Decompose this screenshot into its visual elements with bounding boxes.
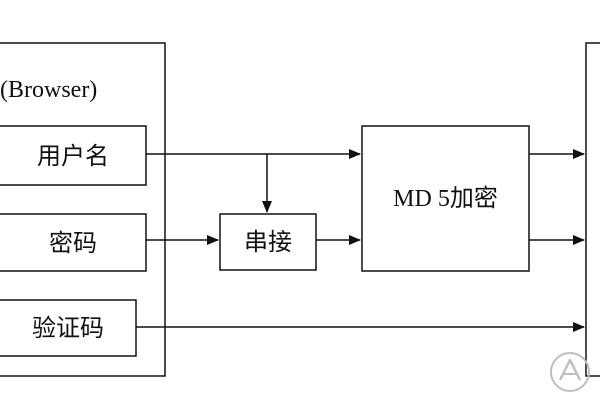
- browser-label: (Browser): [0, 77, 98, 103]
- username-box: [0, 125, 147, 186]
- md5-box: [361, 125, 530, 272]
- browser-box: [0, 42, 166, 377]
- concat-label: 串接: [244, 228, 292, 256]
- server-box: [585, 42, 600, 377]
- captcha-box: [0, 299, 137, 357]
- password-box: [0, 213, 147, 272]
- concat-box: [219, 213, 317, 271]
- password-label: 密码: [49, 228, 97, 257]
- watermark-logo-icon: [550, 352, 590, 392]
- md5-label: MD 5加密: [393, 185, 498, 212]
- username-label: 用户名: [37, 141, 109, 170]
- captcha-label: 验证码: [32, 314, 104, 342]
